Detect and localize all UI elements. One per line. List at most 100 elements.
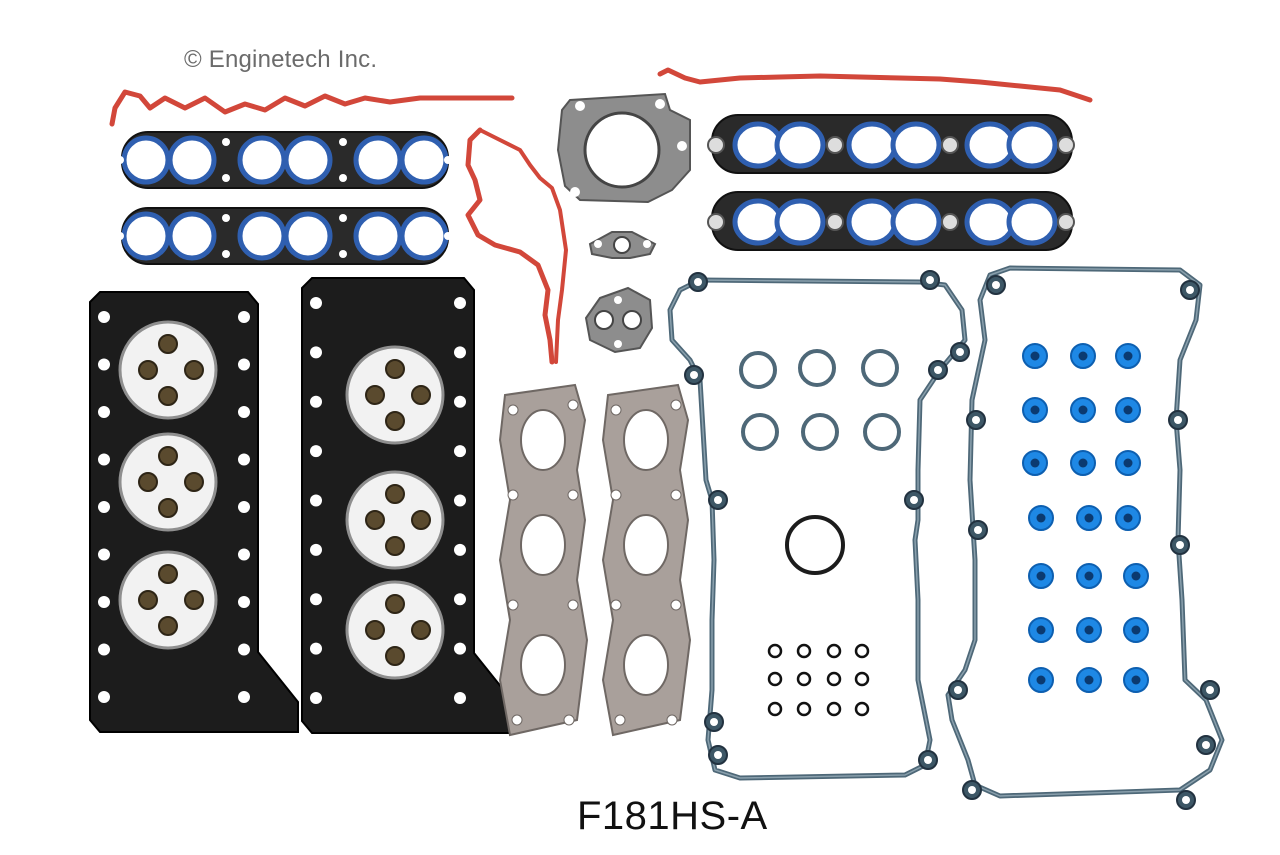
valve-stem-seal bbox=[158, 386, 178, 406]
cylinder-bore bbox=[345, 470, 445, 570]
intake-port bbox=[732, 198, 784, 246]
cylinder-bore bbox=[118, 550, 218, 650]
intake-port bbox=[774, 198, 826, 246]
tube-seal bbox=[741, 413, 779, 451]
small-o-ring bbox=[767, 671, 783, 687]
valve-stem-seal bbox=[158, 564, 178, 584]
cylinder-head-gasket-right bbox=[301, 277, 515, 734]
small-o-ring bbox=[767, 643, 783, 659]
valve-stem-seal bbox=[365, 385, 385, 405]
intake-port bbox=[121, 135, 171, 185]
intake-port bbox=[890, 121, 942, 169]
egr-gasket bbox=[588, 231, 657, 259]
intake-port bbox=[167, 211, 217, 261]
intake-port bbox=[1006, 121, 1058, 169]
exhaust-port bbox=[520, 514, 566, 576]
valve-stem-seal bbox=[184, 360, 204, 380]
valve-cover-gasket-right bbox=[945, 265, 1225, 799]
front-cover-gasket-top bbox=[478, 128, 568, 364]
intake-port bbox=[283, 211, 333, 261]
valve-stem-seal bbox=[385, 359, 405, 379]
exhaust-port bbox=[623, 634, 669, 696]
exhaust-manifold-gasket-left bbox=[498, 383, 589, 737]
valve-stem-seal bbox=[385, 646, 405, 666]
intake-port bbox=[732, 121, 784, 169]
exhaust-port bbox=[623, 514, 669, 576]
valve-stem-seal bbox=[385, 411, 405, 431]
valve-stem-seal bbox=[138, 590, 158, 610]
cylinder-head-gasket-left bbox=[89, 291, 299, 733]
intake-port bbox=[890, 198, 942, 246]
intake-port bbox=[353, 211, 403, 261]
small-o-ring bbox=[854, 643, 870, 659]
valve-stem-seal bbox=[411, 510, 431, 530]
tube-seal bbox=[861, 349, 899, 387]
valve-stem-seal bbox=[365, 510, 385, 530]
tube-seal bbox=[798, 349, 836, 387]
valve-stem-seal bbox=[138, 472, 158, 492]
intake-port bbox=[846, 198, 898, 246]
intake-port bbox=[774, 121, 826, 169]
front-cover-gasket bbox=[465, 127, 555, 365]
valve-stem-seal bbox=[385, 484, 405, 504]
valve-stem-seal bbox=[158, 334, 178, 354]
intake-port bbox=[237, 211, 287, 261]
intake-port bbox=[353, 135, 403, 185]
intake-port bbox=[964, 121, 1016, 169]
exhaust-port bbox=[520, 634, 566, 696]
small-o-ring bbox=[796, 671, 812, 687]
small-o-ring bbox=[826, 671, 842, 687]
valve-stem-seal bbox=[385, 594, 405, 614]
rtv-strip-left bbox=[109, 89, 515, 127]
intake-manifold-gasket-left-lower bbox=[116, 207, 452, 265]
valve-stem-seal bbox=[158, 446, 178, 466]
small-o-ring bbox=[826, 701, 842, 717]
large-o-ring bbox=[785, 515, 845, 575]
cylinder-bore bbox=[118, 432, 218, 532]
valve-stem-seal bbox=[184, 590, 204, 610]
small-o-ring bbox=[796, 701, 812, 717]
intake-port bbox=[283, 135, 333, 185]
tube-seal bbox=[863, 413, 901, 451]
spark-plug-tube-seals bbox=[739, 349, 901, 451]
small-o-ring bbox=[826, 643, 842, 659]
copyright-text: © Enginetech Inc. bbox=[184, 46, 378, 73]
valve-stem-seal bbox=[138, 360, 158, 380]
part-number-label: F181HS-A bbox=[577, 794, 768, 838]
intake-manifold-gasket-right-upper bbox=[707, 114, 1075, 174]
valve-stem-seal bbox=[158, 616, 178, 636]
small-o-ring bbox=[854, 701, 870, 717]
throttle-body-gasket bbox=[556, 92, 691, 204]
exhaust-port bbox=[623, 409, 669, 471]
valve-stem-seal bbox=[385, 536, 405, 556]
exhaust-manifold-gasket-right bbox=[601, 383, 692, 737]
valve-stem-seal bbox=[365, 620, 385, 640]
valve-cover-gasket-left bbox=[667, 277, 968, 781]
rtv-strip-right bbox=[657, 67, 1093, 103]
cylinder-bore bbox=[345, 580, 445, 680]
valve-cover-bolt-grommets bbox=[684, 270, 1220, 810]
tube-seal bbox=[739, 351, 777, 389]
small-o-ring bbox=[767, 701, 783, 717]
intake-manifold-gasket-right-lower bbox=[707, 191, 1075, 251]
cylinder-bore bbox=[345, 345, 445, 445]
valve-stem-seal bbox=[158, 498, 178, 518]
valve-stem-seal bbox=[184, 472, 204, 492]
intake-manifold-gasket-left-upper bbox=[116, 131, 452, 189]
cylinder-bore bbox=[118, 320, 218, 420]
intake-port bbox=[121, 211, 171, 261]
intake-port bbox=[237, 135, 287, 185]
valve-stem-seal bbox=[411, 620, 431, 640]
tube-seal bbox=[801, 413, 839, 451]
intake-port bbox=[964, 198, 1016, 246]
small-o-rings bbox=[767, 643, 870, 717]
small-o-ring bbox=[854, 671, 870, 687]
small-o-ring bbox=[796, 643, 812, 659]
valve-stem-seals-blue bbox=[1022, 343, 1149, 693]
exhaust-port bbox=[520, 409, 566, 471]
iac-gasket bbox=[584, 286, 654, 354]
intake-port bbox=[1006, 198, 1058, 246]
intake-port bbox=[399, 135, 449, 185]
intake-port bbox=[846, 121, 898, 169]
